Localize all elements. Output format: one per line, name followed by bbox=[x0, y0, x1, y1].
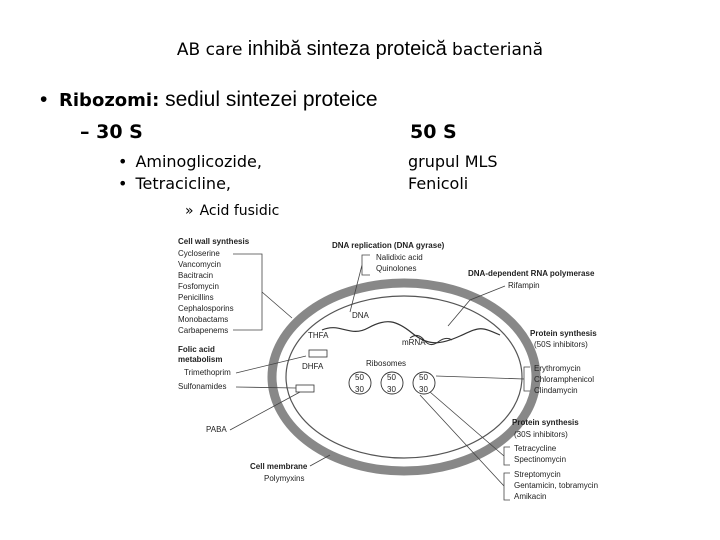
protein30-title: Protein synthesis bbox=[512, 418, 579, 427]
cell-membrane-inner bbox=[285, 295, 523, 459]
cell-wall-title: Cell wall synthesis bbox=[178, 237, 250, 246]
dhfa-label: DHFA bbox=[302, 362, 324, 371]
drug-label: Vancomycin bbox=[178, 260, 221, 269]
drug-label: Trimethoprim bbox=[184, 368, 231, 377]
ribosome-30: 30 bbox=[355, 385, 364, 394]
folic-title-1: Folic acid bbox=[178, 345, 215, 354]
thfa-label: THFA bbox=[308, 331, 329, 340]
drug-label: Nalidixic acid bbox=[376, 253, 423, 262]
drug-label: Cycloserine bbox=[178, 249, 220, 258]
list-item: Tetracicline, bbox=[118, 173, 262, 195]
pointer-line bbox=[229, 391, 301, 431]
drug-label: Sulfonamides bbox=[178, 382, 226, 391]
slide-title: AB care inhibă sinteza proteică bacteria… bbox=[0, 38, 720, 61]
pointer-line bbox=[447, 285, 506, 327]
pointer-line bbox=[235, 355, 307, 389]
dna-label: DNA bbox=[352, 311, 370, 320]
ribosome-unit: 50 30 bbox=[412, 371, 436, 395]
ribosome-unit: 50 30 bbox=[380, 371, 404, 395]
acid-fusidic-item: » Acid fusidic bbox=[185, 203, 279, 219]
drug-label: Quinolones bbox=[376, 264, 416, 273]
drug-label: Erythromycin bbox=[534, 364, 581, 373]
protein50-title: Protein synthesis bbox=[530, 329, 597, 338]
pointer-line bbox=[349, 254, 370, 313]
drug-label: Streptomycin bbox=[514, 470, 561, 479]
ribosome-30: 30 bbox=[387, 385, 396, 394]
drug-label: Spectinomycin bbox=[514, 455, 566, 464]
drug-label: Gentamicin, tobramycin bbox=[514, 481, 598, 490]
ribosome-50: 50 bbox=[387, 373, 396, 382]
ribosome-30: 30 bbox=[419, 385, 428, 394]
ribosomes-label: Ribosomes bbox=[366, 359, 406, 368]
list-item: grupul MLS bbox=[408, 152, 498, 171]
pointer-line bbox=[233, 253, 293, 331]
drug-label: Tetracycline bbox=[514, 444, 557, 453]
acid-fusidic-text: Acid fusidic bbox=[199, 203, 280, 219]
drug-label: Bacitracin bbox=[178, 271, 213, 280]
pointer-line bbox=[435, 366, 530, 392]
pointer-line bbox=[309, 454, 331, 467]
mrna-label: mRNA bbox=[402, 338, 426, 347]
protein30-subtitle: (30S inhibitors) bbox=[514, 430, 568, 439]
drug-label: Penicillins bbox=[178, 293, 214, 302]
subheading-30s: – 30 S bbox=[80, 121, 143, 143]
mrna-strand bbox=[409, 334, 453, 346]
bullet-symbol: • bbox=[40, 88, 48, 111]
list-item: Aminoglicozide, bbox=[118, 151, 261, 173]
protein50-subtitle: (50S inhibitors) bbox=[534, 340, 588, 349]
ribosome-unit: 50 30 bbox=[348, 371, 372, 395]
drug-label: Amikacin bbox=[514, 492, 546, 501]
title-part-c: bacteriană bbox=[452, 40, 544, 60]
drug-label: Clindamycin bbox=[534, 386, 578, 395]
title-part-b: inhibă sinteza proteică bbox=[247, 38, 447, 60]
folic-title-2: metabolism bbox=[178, 355, 222, 364]
pointer-line bbox=[419, 391, 510, 501]
rna-polymerase-title: DNA-dependent RNA polymerase bbox=[468, 269, 595, 278]
drug-label: Polymyxins bbox=[264, 474, 304, 483]
sub-bullet-marker: » bbox=[185, 203, 194, 219]
list-item: Fenicoli bbox=[408, 174, 469, 193]
thfa-dhfa-box bbox=[308, 349, 328, 358]
drug-label: Chloramphenicol bbox=[534, 375, 594, 384]
drug-label: Monobactams bbox=[178, 315, 228, 324]
bullet-label: Ribozomi: bbox=[59, 90, 160, 111]
cell-wall-outer bbox=[267, 278, 541, 476]
ribosome-50: 50 bbox=[355, 373, 364, 382]
paba-label: PABA bbox=[206, 425, 227, 434]
drug-label: Fosfomycin bbox=[178, 282, 219, 291]
paba-box bbox=[295, 384, 315, 393]
dna-replication-title: DNA replication (DNA gyrase) bbox=[332, 241, 445, 250]
ribosome-50: 50 bbox=[419, 373, 428, 382]
drug-label: Rifampin bbox=[508, 281, 540, 290]
bullet-ribozomi: • Ribozomi: sediul sintezei proteice bbox=[40, 88, 378, 112]
list-50s: grupul MLS Fenicoli bbox=[408, 151, 498, 195]
title-part-a: AB care bbox=[176, 40, 243, 60]
list-30s: Aminoglicozide, Tetracicline, bbox=[118, 151, 262, 195]
drug-label: Carbapenems bbox=[178, 326, 228, 335]
dna-strand bbox=[321, 321, 501, 344]
subheading-50s: 50 S bbox=[410, 121, 457, 143]
bullet-text: sediul sintezei proteice bbox=[165, 88, 378, 111]
cell-membrane-title: Cell membrane bbox=[250, 462, 308, 471]
drug-label: Cephalosporins bbox=[178, 304, 234, 313]
